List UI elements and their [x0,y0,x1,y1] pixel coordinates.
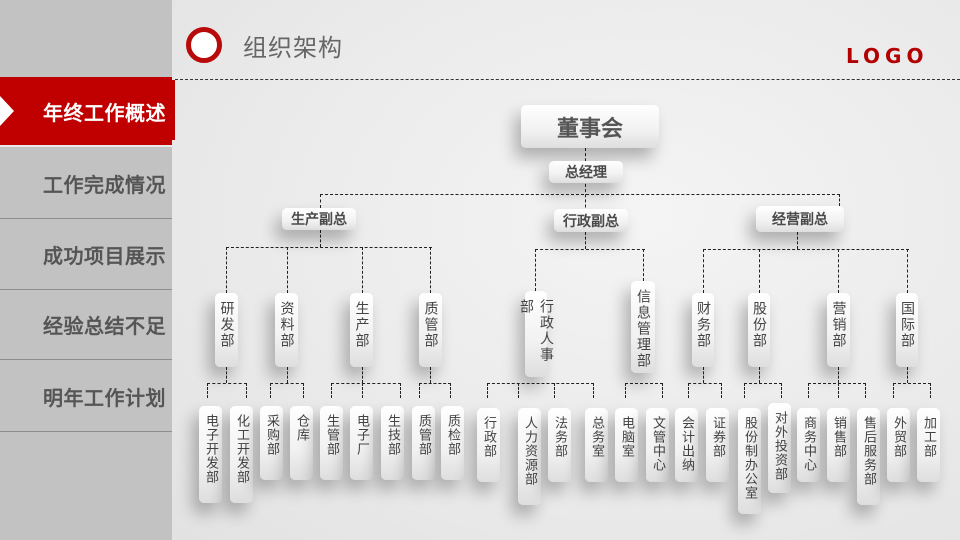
sidebar-item-label: 年终工作概述 [43,100,166,125]
org-node-vp-production: 生产副总 [282,208,356,230]
sidebar-item-successful-projects[interactable]: 成功项目展示 [0,220,172,290]
org-node-sub: 会计出纳 [675,408,698,482]
org-node-vp-operations: 经营副总 [756,206,844,232]
org-node-sub: 文管中心 [646,408,669,482]
org-node-sub: 总务室 [585,408,608,482]
org-node-sub: 电脑室 [615,408,638,482]
org-node-dept: 信息管理部 [631,281,655,373]
org-node-sub: 证券部 [706,408,729,482]
org-node-general-manager: 总经理 [549,161,623,183]
accent-bar [172,80,175,140]
org-node-dept: 股份部 [748,293,770,367]
sidebar: 年终工作概述 工作完成情况 成功项目展示 经验总结不足 明年工作计划 [0,0,172,540]
org-node-sub: 对外投资部 [768,403,791,493]
circle-icon [186,27,222,63]
header-divider [175,79,960,80]
org-node-sub: 法务部 [548,408,571,482]
org-node-sub: 化工开发部 [230,406,253,503]
org-node-dept: 营销部 [827,293,850,367]
org-node-sub: 销售部 [827,408,850,482]
org-node-sub: 质检部 [441,406,464,480]
org-node-sub: 商务中心 [797,408,820,482]
org-node-sub: 采购部 [260,406,283,480]
org-node-sub: 电子厂 [350,406,373,480]
org-node-dept: 生产部 [350,293,373,367]
org-node-dept: 研发部 [215,293,238,367]
sidebar-item-label: 工作完成情况 [43,173,166,197]
sidebar-item-work-completion[interactable]: 工作完成情况 [0,149,172,219]
sidebar-item-year-end-overview[interactable]: 年终工作概述 [0,77,172,147]
sidebar-item-label: 明年工作计划 [43,386,166,410]
org-node-sub: 股份制办公室 [738,408,761,514]
arrow-right-icon [0,96,14,126]
org-node-sub: 生管部 [320,406,343,480]
logo: LOGO [846,44,929,68]
org-node-sub: 生技部 [381,406,404,480]
org-node-vp-admin: 行政副总 [554,209,628,232]
org-node-sub: 售后服务部 [857,408,880,505]
org-node-dept: 质管部 [419,293,442,367]
org-node-sub: 电子开发部 [199,406,222,503]
page-title: 组织架构 [243,34,343,62]
sidebar-item-label: 成功项目展示 [43,244,166,268]
org-node-sub: 外贸部 [887,408,910,482]
org-node-dept: 国际部 [896,293,918,367]
org-node-dept: 资料部 [275,293,298,367]
org-node-dept: 行政人事部 [518,291,554,377]
org-node-sub: 行政部 [477,408,500,482]
sidebar-item-experience-summary[interactable]: 经验总结不足 [0,290,172,360]
sidebar-item-next-year-plan[interactable]: 明年工作计划 [0,362,172,432]
org-node-sub: 仓库 [290,406,313,480]
org-node-sub: 人力资源部 [518,408,541,505]
org-node-sub: 加工部 [917,408,940,482]
org-node-sub: 质管部 [412,406,435,480]
org-node-board: 董事会 [521,105,659,148]
org-node-dept: 财务部 [692,293,714,367]
sidebar-item-label: 经验总结不足 [43,314,166,338]
